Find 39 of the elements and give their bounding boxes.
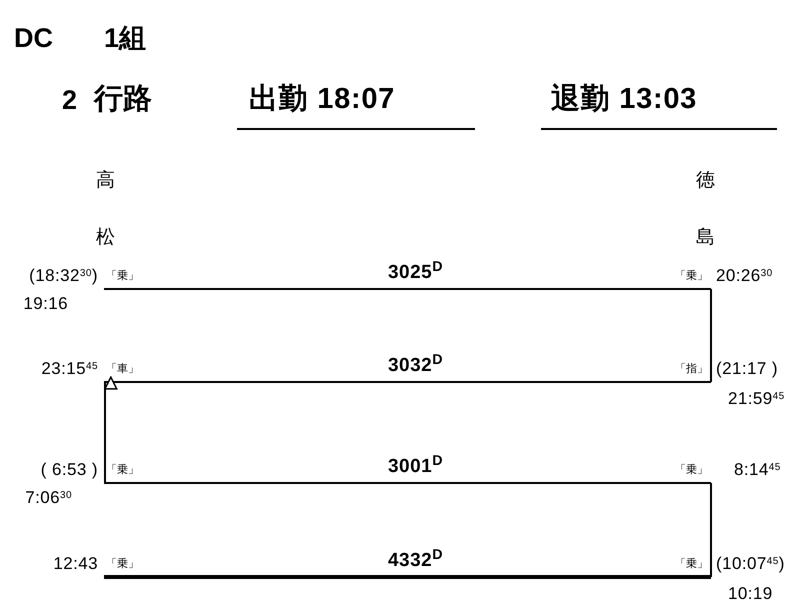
time-label: (18:32$^{30}$) — [28, 265, 98, 287]
train-number: 4332$^{D}$ — [387, 547, 444, 573]
connector-line — [104, 288, 711, 290]
time-label: (10:07$^{45}$) — [716, 553, 785, 575]
connector-line — [104, 482, 711, 484]
time-label: ( 6:53 ) — [40, 459, 98, 481]
station-name: 徳島 — [696, 169, 715, 250]
header-text: DC — [14, 22, 53, 55]
connector-line — [104, 575, 711, 579]
time-label: 23:15$^{45}$ — [40, 358, 98, 380]
station-name: 高松 — [96, 169, 115, 250]
kind-mark: 「指」 — [675, 360, 709, 378]
time-label: (21:17 ) — [716, 358, 778, 380]
train-number: 3025$^{D}$ — [387, 259, 444, 285]
kind-mark: 「車」 — [106, 360, 140, 378]
kind-mark: 「乗」 — [675, 267, 709, 285]
connector-line — [104, 381, 711, 383]
kind-mark: 「乗」 — [106, 267, 140, 285]
header-text: 2 — [62, 84, 78, 117]
connector-line — [710, 483, 712, 577]
header-text: 行路 — [94, 82, 152, 117]
time-label: 19:16 — [22, 293, 68, 315]
kind-mark: 「乗」 — [106, 461, 140, 479]
connector-line — [710, 289, 712, 382]
time-label: 12:43 — [52, 553, 98, 575]
header-text: 退勤 13:03 — [541, 78, 777, 130]
header-text: 1組 — [104, 22, 146, 55]
time-label: 10:19 — [728, 583, 773, 601]
train-number: 3001$^{D}$ — [387, 453, 444, 479]
time-label: 7:06$^{30}$ — [24, 487, 72, 509]
header-text: 出勤 18:07 — [237, 78, 475, 130]
kind-mark: 「乗」 — [675, 555, 709, 573]
time-label: 20:26$^{30}$ — [716, 265, 773, 287]
arrow — [104, 376, 118, 483]
time-label: 8:14$^{45}$ — [734, 459, 781, 481]
kind-mark: 「乗」 — [675, 461, 709, 479]
time-label: 21:59$^{45}$ — [728, 388, 785, 410]
train-number: 3032$^{D}$ — [387, 352, 444, 378]
kind-mark: 「乗」 — [106, 555, 140, 573]
